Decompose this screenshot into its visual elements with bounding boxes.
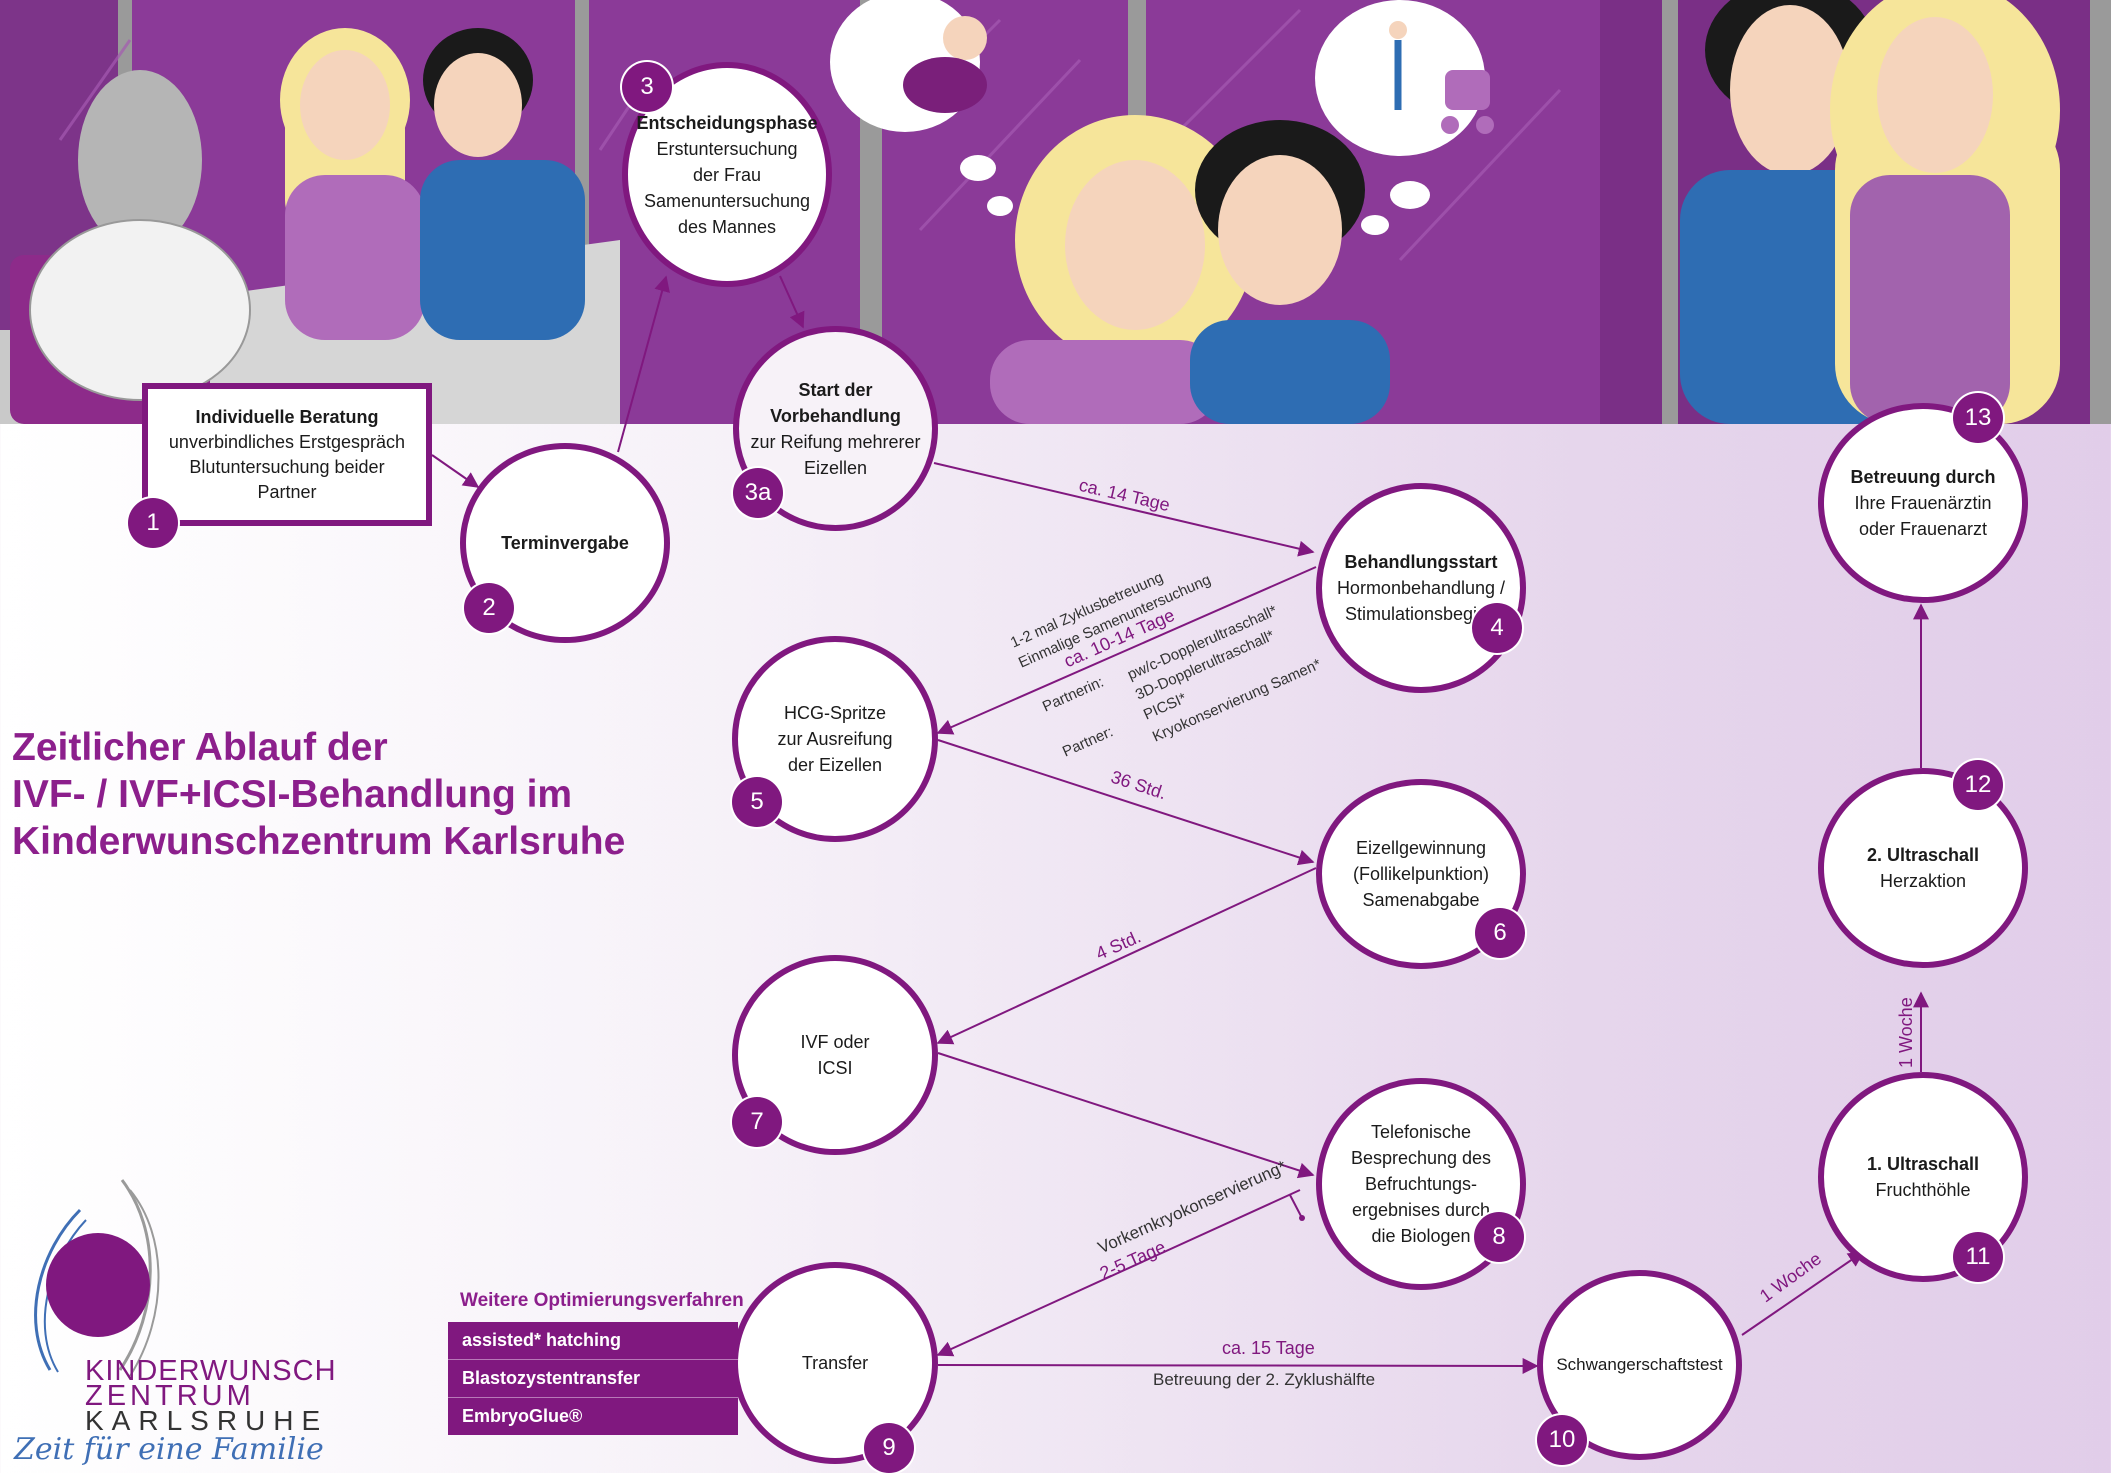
- step-3-title: Entscheidungsphase: [636, 112, 818, 133]
- step-12-title: 2. Ultraschall: [1866, 845, 1980, 865]
- step-8-line-4: ergebnises durch: [1351, 1200, 1491, 1220]
- label-ca-15-tage: ca. 15 Tage: [1222, 1338, 1315, 1358]
- step-1-line-3: Partner: [257, 481, 317, 502]
- optimization-item: EmbryoGlue®: [462, 1406, 583, 1426]
- step-11-line-1: Fruchthöhle: [1875, 1180, 1971, 1200]
- step-2-title: Terminvergabe: [501, 533, 629, 553]
- step-3-line-4: des Mannes: [677, 216, 777, 237]
- step-13-circle: Betreuung durch Ihre Frauenärztin oder F…: [1818, 403, 2028, 603]
- step-4-circle: Behandlungsstart Hormonbehandlung / Stim…: [1316, 483, 1526, 693]
- page-title: Zeitlicher Ablauf der IVF- / IVF+ICSI-Be…: [12, 724, 712, 865]
- label-1-woche-a: 1 Woche: [1756, 1248, 1825, 1307]
- step-11-number: 11: [1953, 1232, 2003, 1282]
- step-6-line-1: Eizellgewinnung: [1355, 838, 1487, 858]
- label-1-woche-b: 1 Woche: [1896, 997, 1916, 1068]
- step-3a-line-1: zur Reifung mehrerer: [750, 431, 921, 452]
- optimization-title: Weitere Optimierungsverfahren: [460, 1290, 744, 1311]
- step-1-box: Individuelle Beratung unverbindliches Er…: [142, 383, 432, 526]
- step-5-line-2: zur Ausreifung: [777, 729, 893, 749]
- step-7-line-1: IVF oder: [800, 1032, 870, 1052]
- step-9-number: 9: [864, 1423, 914, 1473]
- step-8-line-2: Besprechung des: [1350, 1148, 1492, 1168]
- step-6-line-2: (Follikelpunktion): [1352, 864, 1490, 884]
- step-6-number: 6: [1475, 908, 1525, 958]
- step-5-line-3: der Eizellen: [787, 755, 883, 775]
- step-9-line-1: Transfer: [801, 1353, 869, 1373]
- step-4-line-2: Stimulationsbeginn: [1344, 604, 1498, 624]
- step-1-number: 1: [128, 498, 178, 548]
- step-12-number: 12: [1953, 760, 2003, 810]
- step-8-line-1: Telefonische: [1370, 1122, 1472, 1142]
- step-3-line-2: der Frau: [692, 164, 762, 185]
- step-8-line-3: Befruchtungs-: [1364, 1174, 1478, 1194]
- step-1-line-2: Blutuntersuchung beider: [189, 456, 385, 477]
- step-3-number: 3: [622, 62, 672, 112]
- step-8-number: 8: [1474, 1212, 1524, 1262]
- step-3-line-3: Samenuntersuchung: [643, 190, 811, 211]
- label-vorkernkryokonservierung: Vorkernkryokonservierung*: [1095, 1156, 1290, 1258]
- step-4-number: 4: [1472, 603, 1522, 653]
- label-4-std: 4 Std.: [1092, 926, 1144, 964]
- optimization-item: Blastozystentransfer: [448, 1360, 738, 1398]
- step-13-line-2: oder Frauenarzt: [1858, 519, 1988, 539]
- logo-text-line-1: KINDERWUNSCH: [85, 1355, 337, 1387]
- step-4-title: Behandlungsstart: [1344, 552, 1498, 572]
- step-4-line-1: Hormonbehandlung /: [1336, 578, 1506, 598]
- logo-text-line-3: KARLSRUHE: [85, 1405, 329, 1436]
- step-3a-number: 3a: [733, 468, 783, 518]
- step-1-title: Individuelle Beratung: [195, 406, 379, 427]
- step-12-line-1: Herzaktion: [1879, 871, 1967, 891]
- step-11-title: 1. Ultraschall: [1866, 1154, 1980, 1174]
- banner-illustration: [0, 0, 2111, 424]
- step-7-line-2: ICSI: [817, 1058, 853, 1078]
- step-3a-line-2: Eizellen: [803, 457, 868, 478]
- label-betreuung-zyklushaelfte: Betreuung der 2. Zyklushälfte: [1153, 1370, 1376, 1389]
- step-1-line-1: unverbindliches Erstgespräch: [168, 431, 406, 452]
- logo-tagline: Zeit für eine Familie: [14, 1432, 324, 1467]
- step-2-number: 2: [464, 583, 514, 633]
- step-5-number: 5: [732, 777, 782, 827]
- page-title-line-3: Kinderwunschzentrum Karlsruhe: [12, 820, 626, 863]
- logo-mark: [34, 1179, 160, 1377]
- optimization-list: assisted* hatching Blastozystentransfer …: [448, 1322, 738, 1435]
- step-13-title: Betreuung durch: [1850, 467, 1996, 487]
- step-5-line-1: HCG-Spritze: [783, 703, 886, 723]
- page-title-line-2: IVF- / IVF+ICSI-Behandlung im: [12, 773, 573, 816]
- step-3-line-1: Erstuntersuchung: [656, 138, 798, 159]
- step-13-number: 13: [1953, 393, 2003, 443]
- step-13-line-1: Ihre Frauenärztin: [1854, 493, 1992, 513]
- step-3a-title: Start der Vorbehandlung: [770, 379, 901, 426]
- page-title-line-1: Zeitlicher Ablauf der: [12, 726, 388, 769]
- detail-partner-label: Partner:: [1060, 723, 1116, 761]
- step-10-number: 10: [1537, 1415, 1587, 1465]
- step-8-line-5: die Biologen: [1371, 1226, 1471, 1246]
- label-36-std: 36 Std.: [1108, 766, 1169, 804]
- optimization-item: assisted* hatching: [448, 1322, 738, 1360]
- step-6-line-3: Samenabgabe: [1362, 890, 1480, 910]
- detail-partnerin-label: Partnerin:: [1040, 673, 1107, 716]
- step-10-line-1: Schwangerschaftstest: [1556, 1355, 1723, 1374]
- step-6-circle: Eizellgewinnung (Follikelpunktion) Samen…: [1316, 779, 1526, 969]
- logo-text-line-2: ZENTRUM: [85, 1380, 255, 1412]
- label-ca-14-tage: ca. 14 Tage: [1077, 474, 1172, 516]
- step-7-number: 7: [732, 1097, 782, 1147]
